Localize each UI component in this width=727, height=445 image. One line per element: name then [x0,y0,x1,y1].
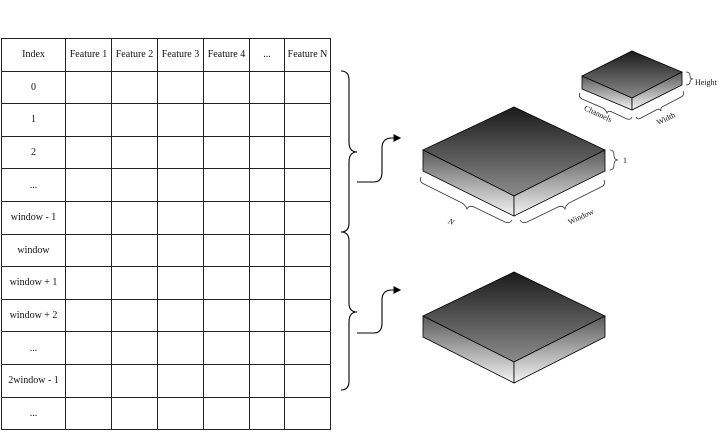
second-block-right-face [513,315,606,384]
large-block-right-face [513,149,606,217]
feature-cell [157,266,204,300]
feature-cell [157,233,204,268]
table-row: window + 1 [1,266,331,300]
column-header: Feature 4 [203,38,250,72]
feature-cell [249,363,285,398]
feature-cell [203,298,250,333]
feature-cell [65,331,112,365]
table-row: ... [1,331,331,365]
index-cell: ... [1,331,66,365]
small-channels-brace [578,92,633,120]
feature-cell [284,396,331,431]
feature-cell [284,200,331,235]
feature-cell [157,396,204,431]
table-row: 1 [1,103,331,137]
window-brace [519,179,605,224]
feature-cell [203,266,250,300]
feature-cell [284,266,331,300]
feature-cell [157,103,204,137]
table-row: ... [1,396,331,431]
column-header: ... [249,38,285,72]
feature-cell [65,168,112,202]
window-label: Window [567,207,596,227]
small-height-brace [685,71,694,86]
depth-label: 1 [623,156,627,165]
index-cell: window + 1 [1,266,66,300]
feature-cell [249,331,285,365]
table-row: window - 1 [1,200,331,235]
feature-cell [284,331,331,365]
feature-cell [111,135,158,170]
n-label: N [446,216,456,227]
feature-cell [65,396,112,431]
depth-brace [609,149,619,171]
table-row: ... [1,168,331,202]
feature-cell [284,298,331,333]
feature-cell [249,233,285,268]
n-brace [420,176,513,224]
large-block: 1 N Window [420,106,627,227]
index-cell: 2window - 1 [1,363,66,398]
feature-cell [203,70,250,105]
feature-cell [157,298,204,333]
small-block: Height Channels Width [578,50,718,127]
second-block [422,271,606,384]
index-cell: ... [1,396,66,431]
feature-cell [249,103,285,137]
feature-cell [65,363,112,398]
brace-window-2 [340,231,358,391]
arrow-to-second-block [357,286,402,334]
feature-cell [65,298,112,333]
feature-cell [111,266,158,300]
width-label: Width [655,110,677,126]
height-label: Height [695,78,718,87]
feature-cell [249,135,285,170]
arrow-to-large-block [357,134,402,183]
small-block-right-face [631,71,683,111]
feature-cell [65,103,112,137]
brace-window-1 [340,70,358,233]
index-cell: window - 1 [1,200,66,235]
small-width-brace [635,90,685,120]
feature-cell [111,396,158,431]
column-header: Index [1,38,66,72]
table-row: window + 2 [1,298,331,333]
index-cell: ... [1,168,66,202]
feature-cell [284,168,331,202]
channels-label: Channels [583,103,614,124]
table-row: 2window - 1 [1,363,331,398]
